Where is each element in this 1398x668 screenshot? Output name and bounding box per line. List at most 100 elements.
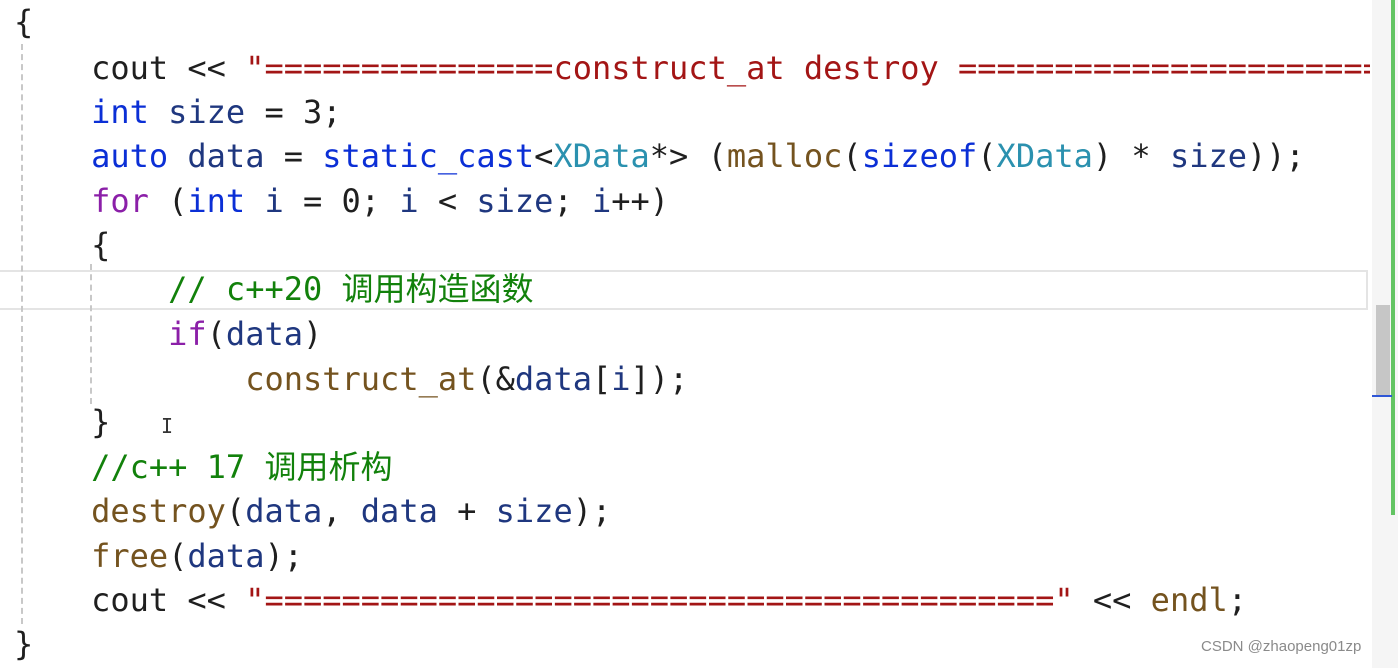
code-token-plain: } xyxy=(91,403,111,441)
code-token-var: data xyxy=(187,137,265,175)
code-token-plain xyxy=(14,182,91,220)
code-token-str: "=======================================… xyxy=(245,581,1074,619)
code-token-type: XData xyxy=(553,137,650,175)
code-token-plain: { xyxy=(14,3,34,41)
code-line[interactable]: cout << "===============construct_at des… xyxy=(14,46,1370,90)
current-line-highlight xyxy=(0,270,1368,310)
code-token-plain: + xyxy=(437,492,496,530)
code-token-op: << xyxy=(168,49,246,87)
code-token-op: << xyxy=(168,581,246,619)
code-token-var: i xyxy=(591,182,612,220)
code-token-plain xyxy=(14,270,168,308)
code-token-func: malloc xyxy=(726,137,843,175)
code-token-plain xyxy=(14,581,91,619)
code-token-plain: = 3; xyxy=(245,93,342,131)
code-token-plain xyxy=(14,403,91,441)
code-token-plain xyxy=(14,137,91,175)
code-editor[interactable]: { cout << "===============construct_at d… xyxy=(0,0,1370,668)
code-token-plain: cout xyxy=(91,49,169,87)
code-token-plain xyxy=(149,93,168,131)
code-token-plain: [ xyxy=(591,360,612,398)
code-token-plain: = xyxy=(264,137,323,175)
code-token-comment: //c++ 17 调用析构 xyxy=(91,448,393,486)
code-line[interactable]: free(data); xyxy=(14,534,303,578)
code-token-plain xyxy=(14,315,168,353)
code-token-plain: ; xyxy=(1227,581,1247,619)
code-token-var: i xyxy=(611,360,631,398)
code-token-func: endl xyxy=(1150,581,1228,619)
code-token-plain: ( xyxy=(148,182,188,220)
code-line[interactable]: cout << "===============================… xyxy=(14,578,1247,622)
code-token-plain: < xyxy=(534,137,554,175)
code-token-kw: int xyxy=(91,93,149,131)
code-token-ctrl: if xyxy=(168,315,207,353)
code-token-var: data xyxy=(245,492,323,530)
indent-guide-inner xyxy=(90,264,92,404)
code-token-func: destroy xyxy=(91,492,226,530)
code-line[interactable]: { xyxy=(14,223,110,267)
code-line[interactable]: //c++ 17 调用析构 xyxy=(14,445,392,489)
code-token-plain: (& xyxy=(476,360,515,398)
code-line[interactable]: if(data) xyxy=(14,312,322,356)
code-token-plain: < xyxy=(418,182,477,220)
code-token-plain: ) xyxy=(302,315,323,353)
indent-guide-outer xyxy=(21,44,23,624)
text-cursor-icon: I xyxy=(161,414,174,438)
code-token-plain xyxy=(14,93,91,131)
code-line[interactable]: for (int i = 0; i < size; i++) xyxy=(14,179,669,223)
code-token-plain: ( xyxy=(168,537,188,575)
code-token-ctrl: for xyxy=(91,182,149,220)
code-token-var: data xyxy=(187,537,265,575)
code-token-plain: ]); xyxy=(630,360,689,398)
code-token-type: XData xyxy=(996,137,1093,175)
code-token-plain: ++) xyxy=(611,182,670,220)
code-line[interactable]: destroy(data, data + size); xyxy=(14,489,611,533)
code-token-kw: sizeof xyxy=(861,137,978,175)
code-token-plain: ( xyxy=(225,492,246,530)
code-line[interactable]: } xyxy=(14,400,110,444)
code-line[interactable]: { xyxy=(14,0,33,44)
code-token-var: i xyxy=(264,182,284,220)
code-token-plain xyxy=(245,182,264,220)
code-token-var: data xyxy=(225,315,303,353)
code-token-plain: ) * xyxy=(1092,137,1170,175)
scrollbar-thumb[interactable] xyxy=(1376,305,1390,397)
code-line[interactable]: // c++20 调用构造函数 xyxy=(14,267,534,311)
code-token-str: "===============construct_at destroy ===… xyxy=(245,49,1370,87)
code-token-kw: auto xyxy=(91,137,169,175)
code-token-plain xyxy=(14,226,91,264)
code-token-plain: ( xyxy=(977,137,997,175)
code-token-var: size xyxy=(168,93,246,131)
code-line[interactable]: int size = 3; xyxy=(14,90,342,134)
code-line[interactable]: construct_at(&data[i]); xyxy=(14,357,688,401)
code-token-plain: ); xyxy=(264,537,303,575)
code-line[interactable]: } xyxy=(14,622,33,666)
code-token-var: data xyxy=(514,360,592,398)
code-token-comment: // c++20 调用构造函数 xyxy=(168,270,534,308)
code-token-plain xyxy=(14,537,91,575)
caret-position-marker xyxy=(1372,395,1392,397)
code-token-plain: = 0; xyxy=(283,182,400,220)
code-token-plain: ); xyxy=(572,492,612,530)
code-token-func: construct_at xyxy=(245,360,477,398)
code-token-kw: int xyxy=(187,182,246,220)
code-line[interactable]: auto data = static_cast<XData*> (malloc(… xyxy=(14,134,1305,178)
code-token-plain xyxy=(14,360,245,398)
code-token-plain xyxy=(14,448,91,486)
code-token-var: data xyxy=(360,492,438,530)
code-token-func: free xyxy=(91,537,169,575)
code-token-var: size xyxy=(1169,137,1247,175)
code-token-var: size xyxy=(495,492,573,530)
code-token-plain: *> ( xyxy=(649,137,727,175)
code-token-plain: } xyxy=(14,625,34,663)
code-token-plain xyxy=(14,49,91,87)
code-token-op: << xyxy=(1073,581,1151,619)
code-token-var: i xyxy=(399,182,419,220)
code-token-plain: { xyxy=(91,226,111,264)
code-token-plain: )); xyxy=(1247,137,1305,175)
watermark: CSDN @zhaopeng01zp xyxy=(1201,638,1362,655)
code-token-var: size xyxy=(476,182,554,220)
code-token-plain: ( xyxy=(842,137,862,175)
code-token-plain: ; xyxy=(553,182,592,220)
code-token-plain: ( xyxy=(206,315,226,353)
